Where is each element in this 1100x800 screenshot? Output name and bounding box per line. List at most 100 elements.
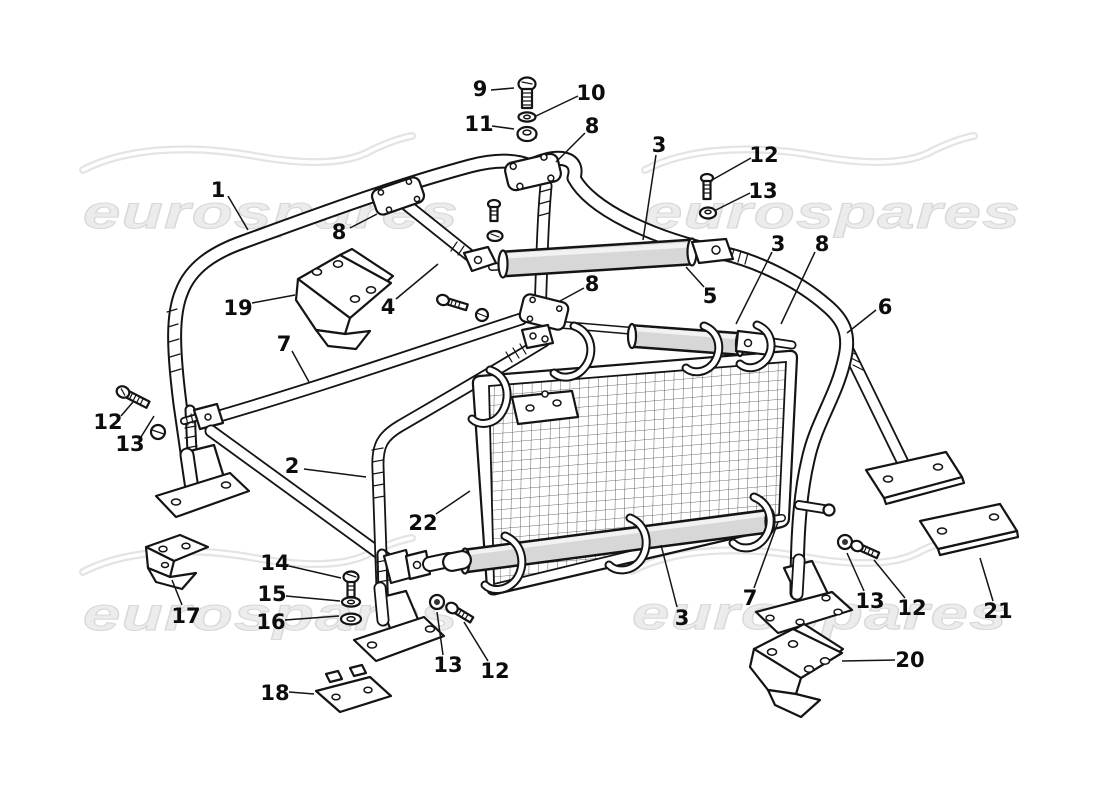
leader-line [979, 557, 994, 602]
nut-13-bottom-left [428, 593, 446, 611]
part-callout-13a: 13 [713, 179, 778, 212]
part-number-label-19: 19 [223, 296, 252, 320]
part-callout-7b: 7 [743, 521, 779, 610]
part-number-label-13c: 13 [433, 653, 462, 677]
leader-line [535, 95, 579, 117]
part-number-label-12b: 12 [93, 410, 122, 434]
part-number-label-13d: 13 [855, 589, 884, 613]
part-number-label-3b: 3 [771, 232, 786, 256]
leader-line [303, 468, 367, 478]
part-number-label-9: 9 [473, 77, 488, 101]
part-number-label-7a: 7 [277, 332, 292, 356]
rod-end-5 [690, 237, 735, 265]
leader-line [685, 266, 705, 288]
leader-line [171, 579, 183, 606]
part-callout-7a: 7 [277, 332, 310, 383]
nut-13-left [149, 423, 167, 441]
part-number-label-1: 1 [211, 178, 226, 202]
part-callout-12c: 12 [463, 621, 510, 683]
washer-15 [340, 596, 362, 608]
swoosh-ribbon-highlight [630, 535, 963, 573]
leader-line [285, 595, 341, 602]
stay-foot-plate [864, 450, 966, 506]
part-callout-11: 11 [464, 112, 515, 136]
leader-line [713, 192, 751, 212]
part-callout-22: 22 [408, 490, 471, 535]
part-number-label-16: 16 [256, 610, 285, 634]
part-number-label-6: 6 [878, 295, 893, 319]
leader-line [140, 415, 155, 438]
part-number-label-2: 2 [285, 454, 300, 478]
mounting-plate-21 [918, 502, 1020, 557]
part-callout-8d: 8 [559, 272, 600, 302]
bolt-9 [517, 76, 537, 110]
watermark-top-right: eurospares [641, 132, 1021, 239]
leader-line [841, 659, 896, 662]
part-number-label-3a: 3 [652, 133, 667, 157]
leader-line [491, 125, 515, 130]
leader-line [395, 263, 439, 300]
side-arch-tube [371, 334, 551, 623]
leader-line [753, 521, 779, 589]
part-callout-3a: 3 [642, 133, 667, 241]
part-callout-8c: 8 [780, 232, 829, 325]
part-callout-6: 6 [846, 295, 893, 334]
bolt-12-bottom-left [445, 601, 475, 624]
part-callout-13b: 13 [115, 415, 155, 456]
part-number-label-21: 21 [983, 599, 1012, 623]
part-number-label-14: 14 [260, 551, 289, 575]
part-callout-12d: 12 [873, 559, 927, 620]
part-number-label-8a: 8 [332, 220, 347, 244]
rollcage-drawing [115, 76, 1020, 719]
part-callout-10: 10 [535, 81, 606, 117]
bracket-20 [748, 622, 845, 719]
leader-line [251, 294, 296, 304]
swoosh-ribbon-highlight [81, 134, 414, 172]
part-number-label-12c: 12 [480, 659, 509, 683]
bolt-under-clamp [486, 198, 504, 243]
leader-line [435, 490, 471, 515]
part-number-label-11: 11 [464, 112, 493, 136]
part-number-label-3c: 3 [675, 606, 690, 630]
bracket-18 [314, 663, 393, 714]
leader-line [660, 544, 678, 608]
leader-line [711, 157, 752, 181]
part-callout-12a: 12 [711, 143, 779, 181]
leader-line [559, 287, 585, 302]
bolt-12-left [115, 385, 151, 409]
part-callout-9: 9 [473, 77, 515, 101]
leader-line [463, 621, 489, 662]
leader-line [735, 251, 773, 325]
net-strap-hooks [467, 320, 776, 594]
part-number-label-8d: 8 [585, 272, 600, 296]
part-number-label-20: 20 [895, 648, 924, 672]
part-number-label-4: 4 [381, 295, 396, 319]
door-rail-upper [180, 312, 528, 431]
leader-line [846, 552, 865, 592]
hoop-foot-left [154, 443, 251, 519]
door-rail-lower [204, 424, 401, 571]
leader-line [846, 309, 877, 334]
nut-13-right [836, 533, 854, 551]
diagonal-brace-tube [370, 176, 485, 269]
part-callout-1: 1 [211, 178, 249, 231]
padded-bar-top [462, 237, 735, 279]
part-callout-5: 5 [685, 266, 717, 308]
bolt-12-top [699, 172, 715, 201]
turnbuckle-joint [382, 548, 472, 585]
part-number-label-8b: 8 [585, 114, 600, 138]
part-callout-21: 21 [979, 557, 1013, 623]
net-mount-plate [510, 389, 580, 426]
part-number-label-13a: 13 [748, 179, 777, 203]
part-number-label-17: 17 [171, 604, 200, 628]
part-callout-3b: 3 [735, 232, 786, 325]
leader-line [780, 251, 816, 325]
part-callout-16: 16 [256, 610, 340, 634]
part-number-label-13b: 13 [115, 432, 144, 456]
leader-line [873, 559, 906, 599]
part-number-label-7b: 7 [743, 586, 758, 610]
leader-line [288, 691, 315, 695]
leader-line [642, 154, 657, 241]
rear-foot-right [754, 500, 854, 635]
